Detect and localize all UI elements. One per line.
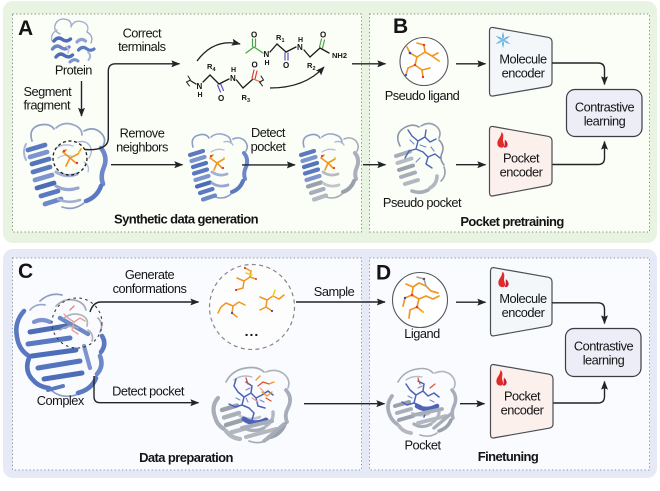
svg-text:Remove: Remove — [120, 125, 165, 140]
svg-text:Pseudo ligand: Pseudo ligand — [385, 88, 460, 103]
svg-text:Complex: Complex — [37, 393, 85, 408]
svg-text:Contrastive: Contrastive — [574, 339, 634, 354]
svg-text:Finetuning: Finetuning — [478, 449, 539, 464]
svg-text:Pocket pretraining: Pocket pretraining — [460, 214, 564, 229]
svg-text:encoder: encoder — [502, 66, 546, 81]
svg-text:N: N — [197, 82, 203, 91]
svg-text:Generate: Generate — [125, 267, 175, 282]
svg-text:Detect pocket: Detect pocket — [112, 384, 185, 399]
svg-text:O: O — [283, 61, 289, 70]
svg-text:O: O — [252, 61, 258, 70]
svg-text:terminals: terminals — [118, 39, 166, 54]
svg-text:3: 3 — [247, 98, 250, 104]
svg-text:A: A — [18, 17, 33, 40]
svg-text:Synthetic data generation: Synthetic data generation — [114, 211, 259, 226]
svg-text:neighbors: neighbors — [116, 139, 168, 154]
svg-text:Molecule: Molecule — [499, 291, 547, 306]
svg-text:4: 4 — [213, 67, 217, 73]
svg-text:O: O — [251, 31, 257, 40]
svg-text:Protein: Protein — [55, 63, 92, 78]
svg-text:C: C — [18, 260, 33, 283]
svg-text:Pocket: Pocket — [503, 151, 540, 166]
svg-text:Pocket: Pocket — [504, 389, 541, 404]
svg-text:pocket: pocket — [251, 139, 287, 154]
svg-text:Molecule: Molecule — [499, 52, 547, 67]
svg-text:O: O — [218, 94, 224, 103]
svg-text:H: H — [298, 37, 303, 44]
svg-text:encoder: encoder — [500, 165, 544, 180]
svg-text:Sample: Sample — [314, 284, 355, 299]
svg-text:NH2: NH2 — [332, 51, 347, 60]
svg-text:N: N — [230, 74, 236, 83]
svg-text:O: O — [320, 31, 326, 40]
svg-text:Pocket: Pocket — [404, 437, 441, 452]
svg-text:H: H — [198, 92, 203, 99]
svg-text:B: B — [393, 15, 408, 38]
svg-text:Contrastive: Contrastive — [575, 100, 635, 115]
svg-text:R: R — [207, 62, 213, 71]
svg-text:2: 2 — [313, 66, 316, 72]
svg-text:R: R — [276, 33, 282, 42]
svg-text:Ligand: Ligand — [404, 326, 440, 341]
svg-text:Correct: Correct — [123, 25, 162, 40]
svg-text:D: D — [376, 262, 391, 285]
svg-text:Pseudo pocket: Pseudo pocket — [383, 195, 462, 210]
svg-text:Data preparation: Data preparation — [139, 450, 233, 465]
svg-text:R: R — [307, 61, 313, 70]
svg-text:N: N — [264, 50, 270, 59]
svg-text:...: ... — [245, 323, 260, 339]
svg-text:learning: learning — [583, 353, 625, 368]
svg-text:conformations: conformations — [113, 281, 187, 296]
svg-text:Detect: Detect — [251, 125, 286, 140]
svg-text:learning: learning — [584, 114, 626, 129]
svg-text:encoder: encoder — [502, 305, 546, 320]
svg-text:R: R — [242, 93, 248, 102]
svg-text:Segment: Segment — [24, 84, 73, 99]
svg-text:N: N — [297, 43, 303, 52]
svg-text:H: H — [231, 67, 236, 74]
svg-text:H: H — [265, 60, 270, 67]
svg-text:encoder: encoder — [501, 403, 545, 418]
svg-text:fragment: fragment — [24, 98, 71, 113]
svg-text:1: 1 — [282, 38, 285, 44]
